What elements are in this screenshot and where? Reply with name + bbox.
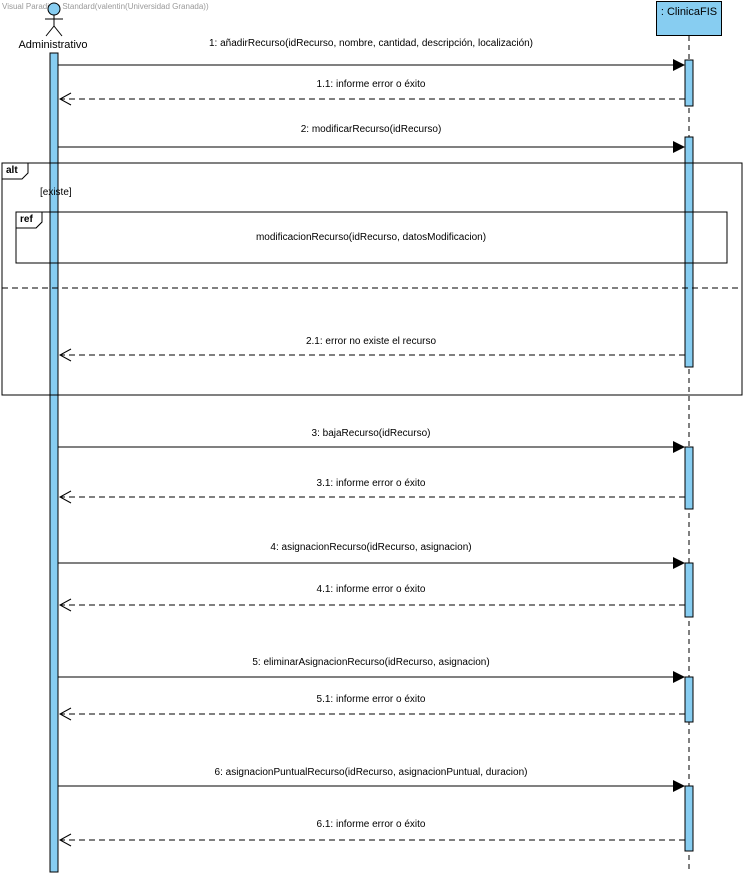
message-label-5-1: 5.1: informe error o éxito <box>316 694 426 705</box>
alt-frame-label: alt <box>6 165 18 176</box>
ref-frame-label: ref <box>20 214 33 225</box>
actor-icon <box>45 2 63 37</box>
arrowhead-7 <box>673 557 685 569</box>
message-label-3-1: 3.1: informe error o éxito <box>316 478 426 489</box>
watermark-text: Visual Paradigm Standard(valentin(Univer… <box>2 2 209 11</box>
arrowhead-5 <box>673 441 685 453</box>
activation-bar-1 <box>684 59 694 107</box>
message-label-4-1: 4.1: informe error o éxito <box>316 584 426 595</box>
alt-guard: [existe] <box>40 187 72 198</box>
arrowhead-8 <box>58 598 72 612</box>
ref-frame-text: modificacionRecurso(idRecurso, datosModi… <box>255 232 487 243</box>
activation-bar-5 <box>684 676 694 723</box>
message-label-5: 5: eliminarAsignacionRecurso(idRecurso, … <box>252 657 490 668</box>
actor-activation-bar <box>49 52 59 873</box>
alt-frame-tab <box>1 162 29 180</box>
arrowhead-3 <box>673 141 685 153</box>
activation-bar-2-overlay <box>684 211 694 264</box>
message-arrows <box>58 59 685 847</box>
message-label-6: 6: asignacionPuntualRecurso(idRecurso, a… <box>214 767 528 778</box>
arrowhead-2 <box>58 92 72 106</box>
arrowhead-1 <box>673 59 685 71</box>
arrowhead-11 <box>673 780 685 792</box>
arrowhead-4 <box>58 348 72 362</box>
alt-frame <box>1 162 743 396</box>
message-label-1-1: 1.1: informe error o éxito <box>316 79 426 90</box>
arrowhead-6 <box>58 490 72 504</box>
actor-name: Administrativo <box>18 39 88 51</box>
activation-bar-6 <box>684 785 694 852</box>
message-label-6-1: 6.1: informe error o éxito <box>316 819 426 830</box>
arrowhead-10 <box>58 707 72 721</box>
ref-frame-tab-top <box>15 211 43 229</box>
arrowhead-12 <box>58 833 72 847</box>
ref-frame <box>15 211 728 264</box>
activation-bar-3 <box>684 446 694 510</box>
lifeline-name: : ClinicaFIS <box>660 6 718 18</box>
message-label-2: 2: modificarRecurso(idRecurso) <box>300 124 442 135</box>
activation-bar-4 <box>684 562 694 618</box>
message-label-2-1: 2.1: error no existe el recurso <box>305 336 437 347</box>
arrowhead-9 <box>673 671 685 683</box>
message-label-3: 3: bajaRecurso(idRecurso) <box>311 428 431 439</box>
actor-activation-bar-overlay <box>49 211 59 264</box>
message-label-4: 4: asignacionRecurso(idRecurso, asignaci… <box>270 542 472 553</box>
message-label-1: 1: añadirRecurso(idRecurso, nombre, cant… <box>208 38 534 49</box>
clinicafis-lifeline-head: : ClinicaFIS <box>656 1 722 36</box>
